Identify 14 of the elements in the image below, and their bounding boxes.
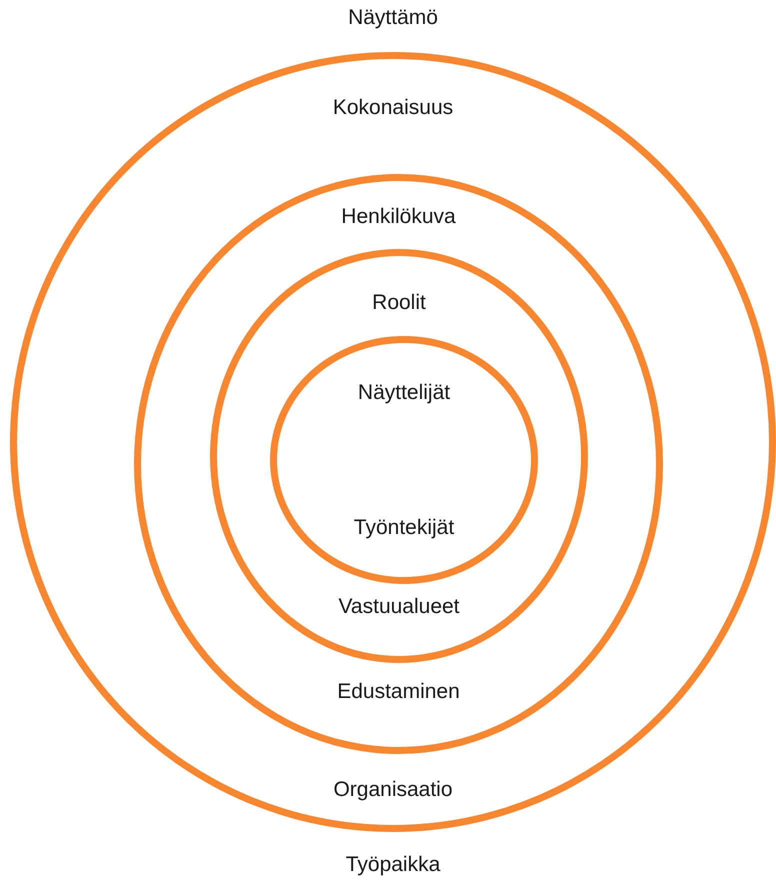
ring-label: Henkilökuva [341,204,456,230]
ring-ellipse [10,52,776,832]
ring-label: Vastuualueet [338,594,460,620]
ring-label: Organisaatio [333,777,453,803]
ring-ellipse [270,336,538,584]
ring-label: Roolit [372,290,426,316]
ring-outer-label: Näyttämö [348,5,438,31]
ring-label: Kokonaisuus [332,95,454,121]
ring-label: Työntekijät [354,515,454,541]
ring-ellipse [134,174,663,754]
ring-outer-label: Työpaikka [346,852,440,878]
ring-label: Näyttelijät [358,380,450,406]
ring-label: Edustaminen [337,679,460,705]
ring-ellipse [210,249,588,663]
